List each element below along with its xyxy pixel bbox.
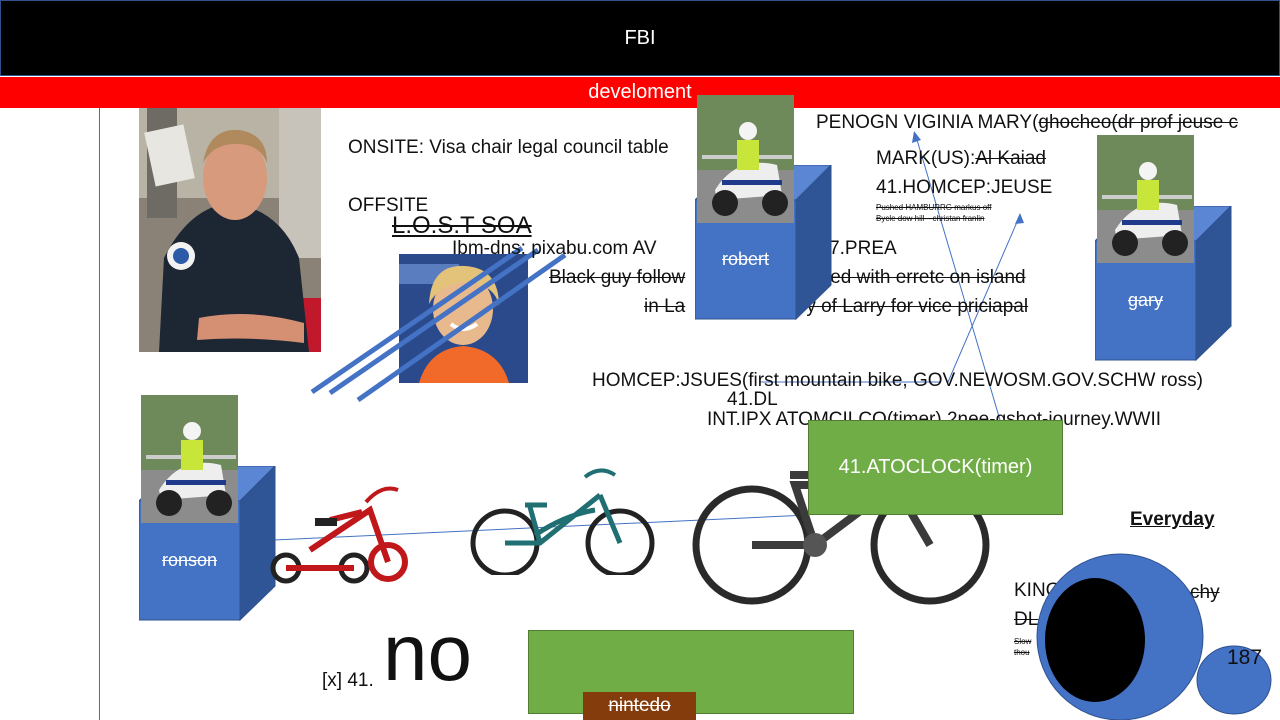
everyday-heading: Everyday bbox=[1130, 509, 1215, 530]
atoclock-label: 41.ATOCLOCK(timer) bbox=[838, 456, 1033, 478]
homcep-jsues-text: HOMCEP:JSUES(first mountain bike, GOV.NE… bbox=[592, 370, 1203, 391]
officer-photo[interactable] bbox=[139, 108, 321, 352]
nintedo-label: nintedo bbox=[608, 695, 671, 716]
title-bar: FBI bbox=[0, 0, 1280, 76]
police-motorbike-photo-2[interactable] bbox=[1097, 135, 1194, 263]
subtitle-bar: develoment bbox=[0, 77, 1280, 108]
cube-robert-label: robert bbox=[721, 249, 770, 269]
penogn-text: PENOGN VIGINIA MARY(ghocheo(dr prof jeus… bbox=[816, 112, 1238, 134]
dl-text: DL bbox=[1014, 609, 1039, 630]
black-guy-label: Black guy follow bbox=[549, 267, 686, 288]
mark-prefix: MARK(US): bbox=[876, 148, 976, 169]
mark-text: MARK(US):Al Kaiad bbox=[876, 148, 1046, 170]
king-tail-text: chy bbox=[1190, 582, 1220, 603]
nintedo-box[interactable]: nintedo bbox=[583, 692, 696, 720]
left-divider bbox=[99, 108, 100, 720]
cube-ronson-label: ronson bbox=[161, 550, 218, 570]
strike-lines bbox=[310, 245, 567, 403]
tricycle-image[interactable] bbox=[270, 480, 415, 600]
x41-label: [x] 41. bbox=[322, 670, 374, 691]
number-187: 187 bbox=[1227, 646, 1263, 669]
blue-circle-large bbox=[1036, 553, 1204, 720]
police-motorbike-photo-1[interactable] bbox=[697, 95, 794, 223]
tiny-note-1: Pushed HAMBURRG markus off bbox=[876, 203, 992, 212]
offsite-text: OFFSITE bbox=[348, 195, 429, 216]
lost-soa-heading: L.O.S.T SOA bbox=[392, 212, 532, 239]
page-title: FBI bbox=[624, 26, 656, 49]
penogn-strike: ghocheo(dr prof jeuse c bbox=[1038, 112, 1239, 133]
onsite-label: ONSITE: Visa chair legal council table bbox=[348, 137, 669, 158]
slow-text: Slow bbox=[1014, 637, 1032, 646]
black-guy-tail: ed with erretc on island bbox=[830, 267, 1026, 288]
dl41-text: 41.DL bbox=[727, 389, 778, 410]
no-big-text: no bbox=[383, 608, 472, 697]
police-motorbike-photo-3[interactable] bbox=[141, 395, 238, 523]
tiny-note-2: Bycle dow hill—christan franlin bbox=[876, 214, 985, 223]
lake-label: in La bbox=[644, 296, 686, 317]
lake-text: in La opy of Larry for vice priciapal bbox=[644, 296, 1028, 318]
mark-strike: Al Kaiad bbox=[975, 148, 1047, 169]
onsite-text: ONSITE: Visa chair legal council table bbox=[348, 137, 669, 159]
atoclock-box[interactable]: 41.ATOCLOCK(timer) bbox=[808, 420, 1063, 515]
homcep-jeuse-text: 41.HOMCEP:JEUSE bbox=[876, 177, 1053, 198]
penogn-label: PENOGN VIGINIA MARY( bbox=[816, 112, 1039, 133]
ibm-label: Ibm-dns: pixabu.com AV bbox=[452, 238, 657, 259]
thou-text: thou bbox=[1014, 648, 1030, 657]
cube-gary-label: gary bbox=[1127, 290, 1163, 310]
black-guy-text: Black guy follow ed with erretc on island bbox=[549, 267, 1026, 289]
lake-tail: opy of Larry for vice priciapal bbox=[785, 296, 1029, 317]
blue-circle-small bbox=[1196, 645, 1272, 715]
subtitle-label: develoment bbox=[588, 81, 692, 103]
cruiser-bike-image[interactable] bbox=[465, 465, 660, 575]
